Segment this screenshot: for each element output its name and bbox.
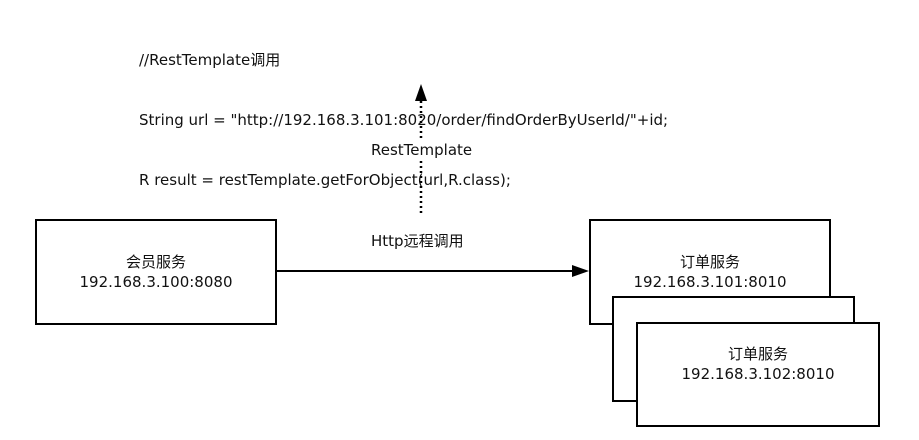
code-snippet: //RestTemplate调用 String url = "http://19… [139, 10, 668, 210]
code-comment-line: //RestTemplate调用 [139, 51, 281, 69]
order-service-box-3: 订单服务 192.168.3.102:8010 [636, 322, 880, 427]
member-service-box: 会员服务 192.168.3.100:8080 [35, 219, 277, 325]
order-service-1-name: 订单服务 [679, 253, 740, 271]
http-call-label: Http远程调用 [371, 231, 464, 251]
resttemplate-arrowhead [415, 84, 427, 101]
order-service-3-address: 192.168.3.102:8010 [681, 365, 835, 383]
member-service-address: 192.168.3.100:8080 [79, 273, 233, 291]
code-url-line: String url = "http://192.168.3.101:8020/… [139, 111, 669, 129]
code-call-line: R result = restTemplate.getForObject(url… [139, 171, 511, 189]
resttemplate-label: RestTemplate [369, 140, 475, 160]
order-service-1-address: 192.168.3.101:8010 [633, 273, 787, 291]
http-call-arrowhead [572, 265, 589, 277]
order-service-3-name: 订单服务 [727, 345, 788, 363]
member-service-name: 会员服务 [125, 253, 186, 271]
